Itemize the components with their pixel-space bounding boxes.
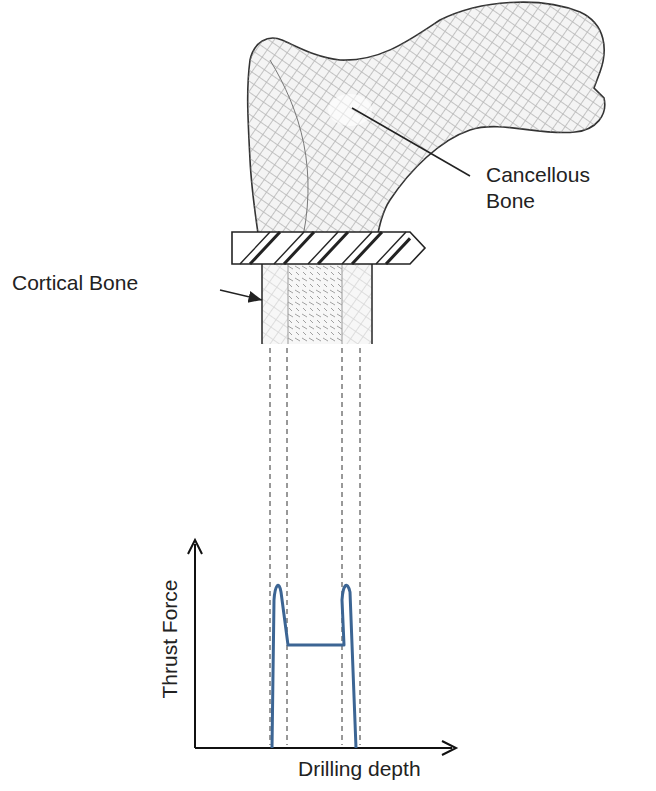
dense-region <box>328 94 372 126</box>
medullary-texture <box>288 262 342 344</box>
axis-label: Drilling depth <box>298 756 458 782</box>
shaft-outline <box>262 262 372 344</box>
femur-head <box>248 2 605 262</box>
cortex-texture <box>342 262 372 344</box>
trabecular-texture <box>248 2 605 262</box>
drill-bit <box>232 232 425 264</box>
cortex-texture <box>262 262 288 344</box>
leader-line <box>220 290 262 300</box>
axis-label: Thrust Force <box>157 569 183 709</box>
part-label: Cancellous Bone <box>486 162 616 214</box>
projection-lines <box>270 348 360 745</box>
part-label: Cortical Bone <box>12 270 162 296</box>
trochanter-line <box>270 60 308 250</box>
femur-shaft <box>262 262 372 344</box>
leader-line <box>352 108 470 176</box>
medullary-boundary <box>288 265 342 344</box>
chart-axes <box>188 540 456 755</box>
thrust-force-curve <box>272 585 356 748</box>
